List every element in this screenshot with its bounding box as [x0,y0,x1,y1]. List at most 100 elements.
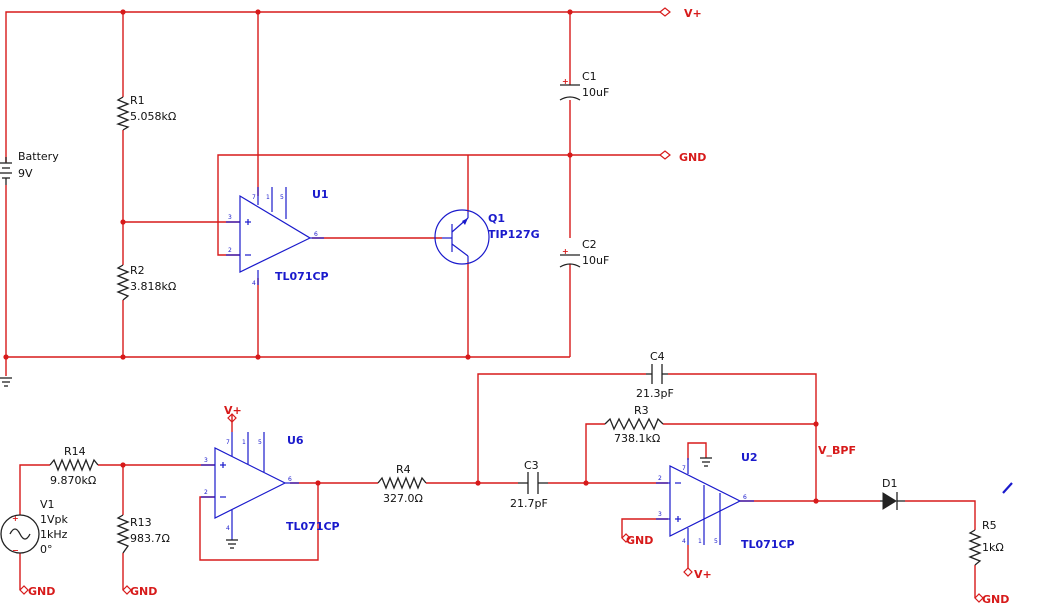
c1-value: 10uF [582,86,609,99]
c1-polarity: + [562,77,569,86]
vplus-label-u2: V+ [694,568,712,581]
u6-pin-in-plus: 3 [204,457,208,464]
c2-polarity: + [562,247,569,256]
signal-wires [19,373,976,598]
u6-pin-in-minus: 2 [204,489,208,496]
u1-pin-in-plus: 3 [228,214,232,221]
c2-ref: C2 [582,238,597,251]
u1-pin-top3: 5 [280,194,284,201]
v1-polarity-plus: + [12,514,19,523]
ground-symbol-u6 [226,539,238,549]
battery-symbol [0,157,12,185]
u6-pin-out: 6 [288,476,292,483]
u2-part: TL071CP [741,538,795,551]
c3-capacitor [518,472,548,494]
u1-part: TL071CP [275,270,329,283]
r14-resistor [49,458,99,472]
u1-pin-top1: 7 [252,194,256,201]
c3-ref: C3 [524,459,539,472]
r1-value: 5.058kΩ [130,110,176,123]
r14-ref: R14 [64,445,86,458]
ground-symbol-battery [0,377,12,387]
u6-pin-top3: 5 [258,439,262,446]
r13-resistor [116,514,130,554]
u1-pin-in-minus: 2 [228,247,232,254]
u2-pin-bottom: 4 [682,538,686,545]
c2-value: 10uF [582,254,609,267]
vplus-connector-u6: V+ [224,404,242,423]
r4-ref: R4 [396,463,411,476]
u2-pin-top3: 5 [714,538,718,545]
r14-value: 9.870kΩ [50,474,96,487]
u2-pin-out: 6 [743,494,747,501]
gnd-label-v1: GND [28,585,55,598]
c4-capacitor [646,364,668,384]
supply-junctions [3,9,573,360]
r2-resistor [116,264,130,301]
v1-ref: V1 [40,498,55,511]
vplus-connector-u2: V+ [683,567,712,581]
r5-ref: R5 [982,519,997,532]
q1-transistor [434,209,490,265]
vplus-connector-top: V+ [659,7,702,20]
v1-phase: 0° [40,543,53,556]
u2-pin-top2: 1 [698,538,702,545]
c3-value: 21.7pF [510,497,548,510]
d1-diode [880,492,905,510]
r5-resistor [968,529,982,566]
vbpf-net-label: V_BPF [818,444,856,457]
gnd-connector-r5: GND [974,593,1009,606]
v1-amp: 1Vpk [40,513,69,526]
r1-ref: R1 [130,94,145,107]
u6-opamp [201,432,299,540]
u1-pin-bottom: 4 [252,280,256,287]
probe-marker [1002,482,1013,494]
u6-part: TL071CP [286,520,340,533]
vplus-label-u6: V+ [224,404,242,417]
r1-resistor [116,96,130,131]
gnd-connector-v1: GND [19,585,55,598]
r2-value: 3.818kΩ [130,280,176,293]
u2-pin-top1: 7 [682,465,686,472]
c4-value: 21.3pF [636,387,674,400]
u2-opamp [656,458,754,545]
c1-capacitor [559,84,581,101]
r3-resistor [604,417,664,431]
u2-pin-in-plus: 3 [658,511,662,518]
u6-pin-bottom: 4 [226,525,230,532]
gnd-connector-u2: GND [621,533,653,547]
u6-pin-top1: 7 [226,439,230,446]
u1-ref: U1 [312,188,329,201]
r4-resistor [377,476,427,490]
c4-ref: C4 [650,350,665,363]
r5-value: 1kΩ [982,541,1004,554]
u2-pin-in-minus: 2 [658,475,662,482]
signal-junctions [120,421,819,504]
v1-polarity-minus: − [12,546,19,555]
r4-value: 327.0Ω [383,492,423,505]
ground-symbol-u2 [700,457,712,467]
vplus-label-top: V+ [684,7,702,20]
v1-ac-source [0,514,40,554]
u1-pin-out: 6 [314,231,318,238]
gnd-label-u2: GND [626,534,653,547]
battery-ref: Battery [18,150,59,163]
r13-value: 983.7Ω [130,532,170,545]
u6-ref: U6 [287,434,304,447]
gnd-label-r13: GND [130,585,157,598]
d1-ref: D1 [882,477,897,490]
u1-opamp [226,187,324,285]
q1-part: TIP127G [488,228,540,241]
gnd-label-r5: GND [982,593,1009,606]
c2-capacitor [559,254,581,268]
supply-wires [5,11,660,376]
r13-ref: R13 [130,516,152,529]
r3-ref: R3 [634,404,649,417]
u6-pin-top2: 1 [242,439,246,446]
q1-ref: Q1 [488,212,505,225]
r3-value: 738.1kΩ [614,432,660,445]
c1-ref: C1 [582,70,597,83]
battery-value: 9V [18,167,33,180]
v1-freq: 1kHz [40,528,68,541]
